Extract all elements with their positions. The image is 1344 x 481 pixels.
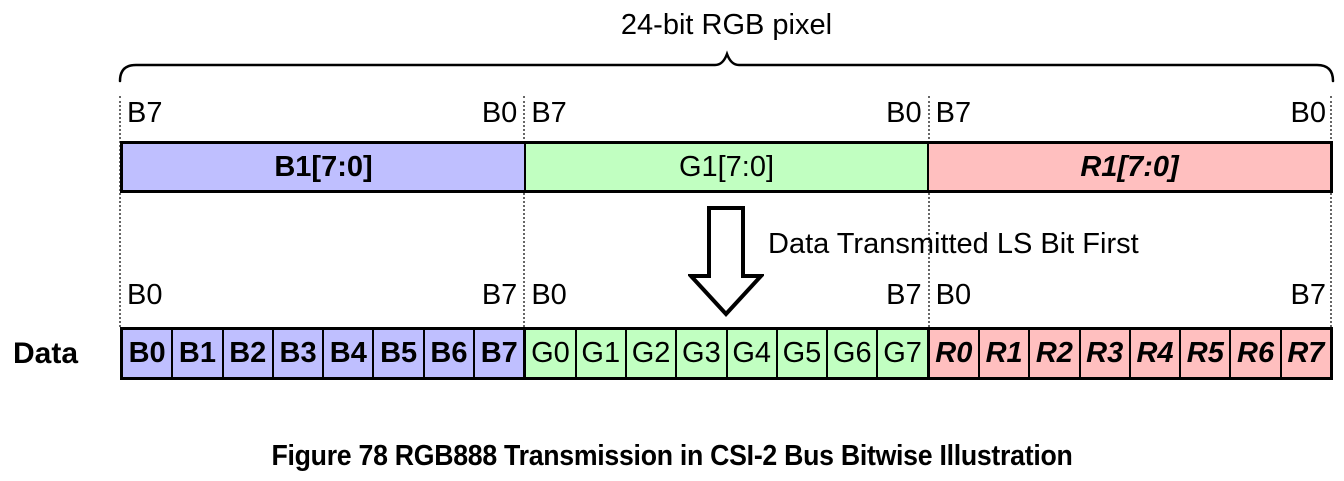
bit-position-label: B7 bbox=[531, 97, 567, 129]
bit-position-label: B7 bbox=[886, 279, 922, 311]
transmission-order-note: Data Transmitted LS Bit First bbox=[768, 228, 1139, 260]
data-bit-cell: R1 bbox=[977, 330, 1028, 377]
byte-boundary-dotted-line bbox=[928, 96, 930, 327]
bit-position-label: B7 bbox=[1290, 279, 1326, 311]
bit-position-label: B0 bbox=[531, 279, 567, 311]
pixel-span-brace bbox=[118, 50, 1335, 83]
data-bit-cell: B0 bbox=[128, 337, 166, 369]
data-bit-cell: R7 bbox=[1279, 330, 1330, 377]
figure-caption: Figure 78 RGB888 Transmission in CSI-2 B… bbox=[271, 440, 1073, 472]
bit-position-label: B0 bbox=[886, 97, 922, 129]
bit-position-label: B0 bbox=[935, 279, 972, 311]
data-bit-cell: B5 bbox=[372, 330, 422, 377]
data-bit-cell: G4 bbox=[725, 330, 776, 377]
data-bit-cell: B6 bbox=[422, 330, 473, 377]
msb-labels-green: B7 B0 bbox=[524, 98, 928, 128]
data-bit-cell: R6 bbox=[1229, 330, 1279, 377]
data-bit-cell: G6 bbox=[826, 330, 876, 377]
data-bit-cell: R0 bbox=[935, 337, 973, 369]
lsb-bit-position-row: B0 B7 B0 B7 B0 B7 bbox=[120, 280, 1333, 310]
bit-position-label: B7 bbox=[481, 279, 518, 311]
data-bit-cell: B3 bbox=[271, 330, 322, 377]
data-bit-cell: G0 bbox=[531, 337, 570, 369]
byte-segment-blue: B1[7:0] bbox=[123, 144, 524, 190]
bit-position-label: B7 bbox=[935, 97, 972, 129]
down-arrow-icon bbox=[688, 206, 764, 317]
data-bit-cell: G7 bbox=[876, 330, 926, 377]
msb-bit-position-row: B7 B0 B7 B0 B7 B0 bbox=[120, 98, 1333, 128]
bit-position-label: B0 bbox=[481, 97, 518, 129]
byte-boundary-dotted-line bbox=[119, 96, 121, 327]
lsb-labels-red: B0 B7 bbox=[929, 280, 1333, 310]
pixel-span-title: 24-bit RGB pixel bbox=[620, 9, 833, 41]
msb-labels-blue: B7 B0 bbox=[120, 98, 524, 128]
data-bit-cell: B4 bbox=[322, 330, 372, 377]
lsb-labels-green: B0 B7 bbox=[524, 280, 928, 310]
lsb-labels-blue: B0 B7 bbox=[120, 280, 524, 310]
data-bit-cell: R3 bbox=[1078, 330, 1129, 377]
bit-position-label: B0 bbox=[1290, 97, 1326, 129]
data-bit-cell: R5 bbox=[1179, 330, 1229, 377]
data-bit-cell: B2 bbox=[221, 330, 272, 377]
data-bit-cell: G1 bbox=[574, 330, 625, 377]
bit-position-label: B0 bbox=[127, 279, 163, 311]
data-bit-cell: R4 bbox=[1128, 330, 1179, 377]
byte-segment-green: G1[7:0] bbox=[524, 144, 927, 190]
data-bit-cell: G2 bbox=[624, 330, 675, 377]
byte-segment-red: R1[7:0] bbox=[927, 144, 1330, 190]
data-bit-cell: G5 bbox=[775, 330, 826, 377]
data-bit-cell: G3 bbox=[675, 330, 725, 377]
pixel-byte-row: B1[7:0]G1[7:0]R1[7:0] bbox=[120, 141, 1333, 193]
bit-position-label: B7 bbox=[127, 97, 163, 129]
byte-boundary-dotted-line bbox=[1330, 96, 1332, 327]
msb-labels-red: B7 B0 bbox=[929, 98, 1333, 128]
data-row-label: Data bbox=[13, 337, 79, 370]
data-bit-cell: B7 bbox=[473, 330, 523, 377]
byte-boundary-dotted-line bbox=[523, 96, 525, 327]
data-bit-cell: R2 bbox=[1028, 330, 1078, 377]
data-bit-cell: B1 bbox=[171, 330, 221, 377]
